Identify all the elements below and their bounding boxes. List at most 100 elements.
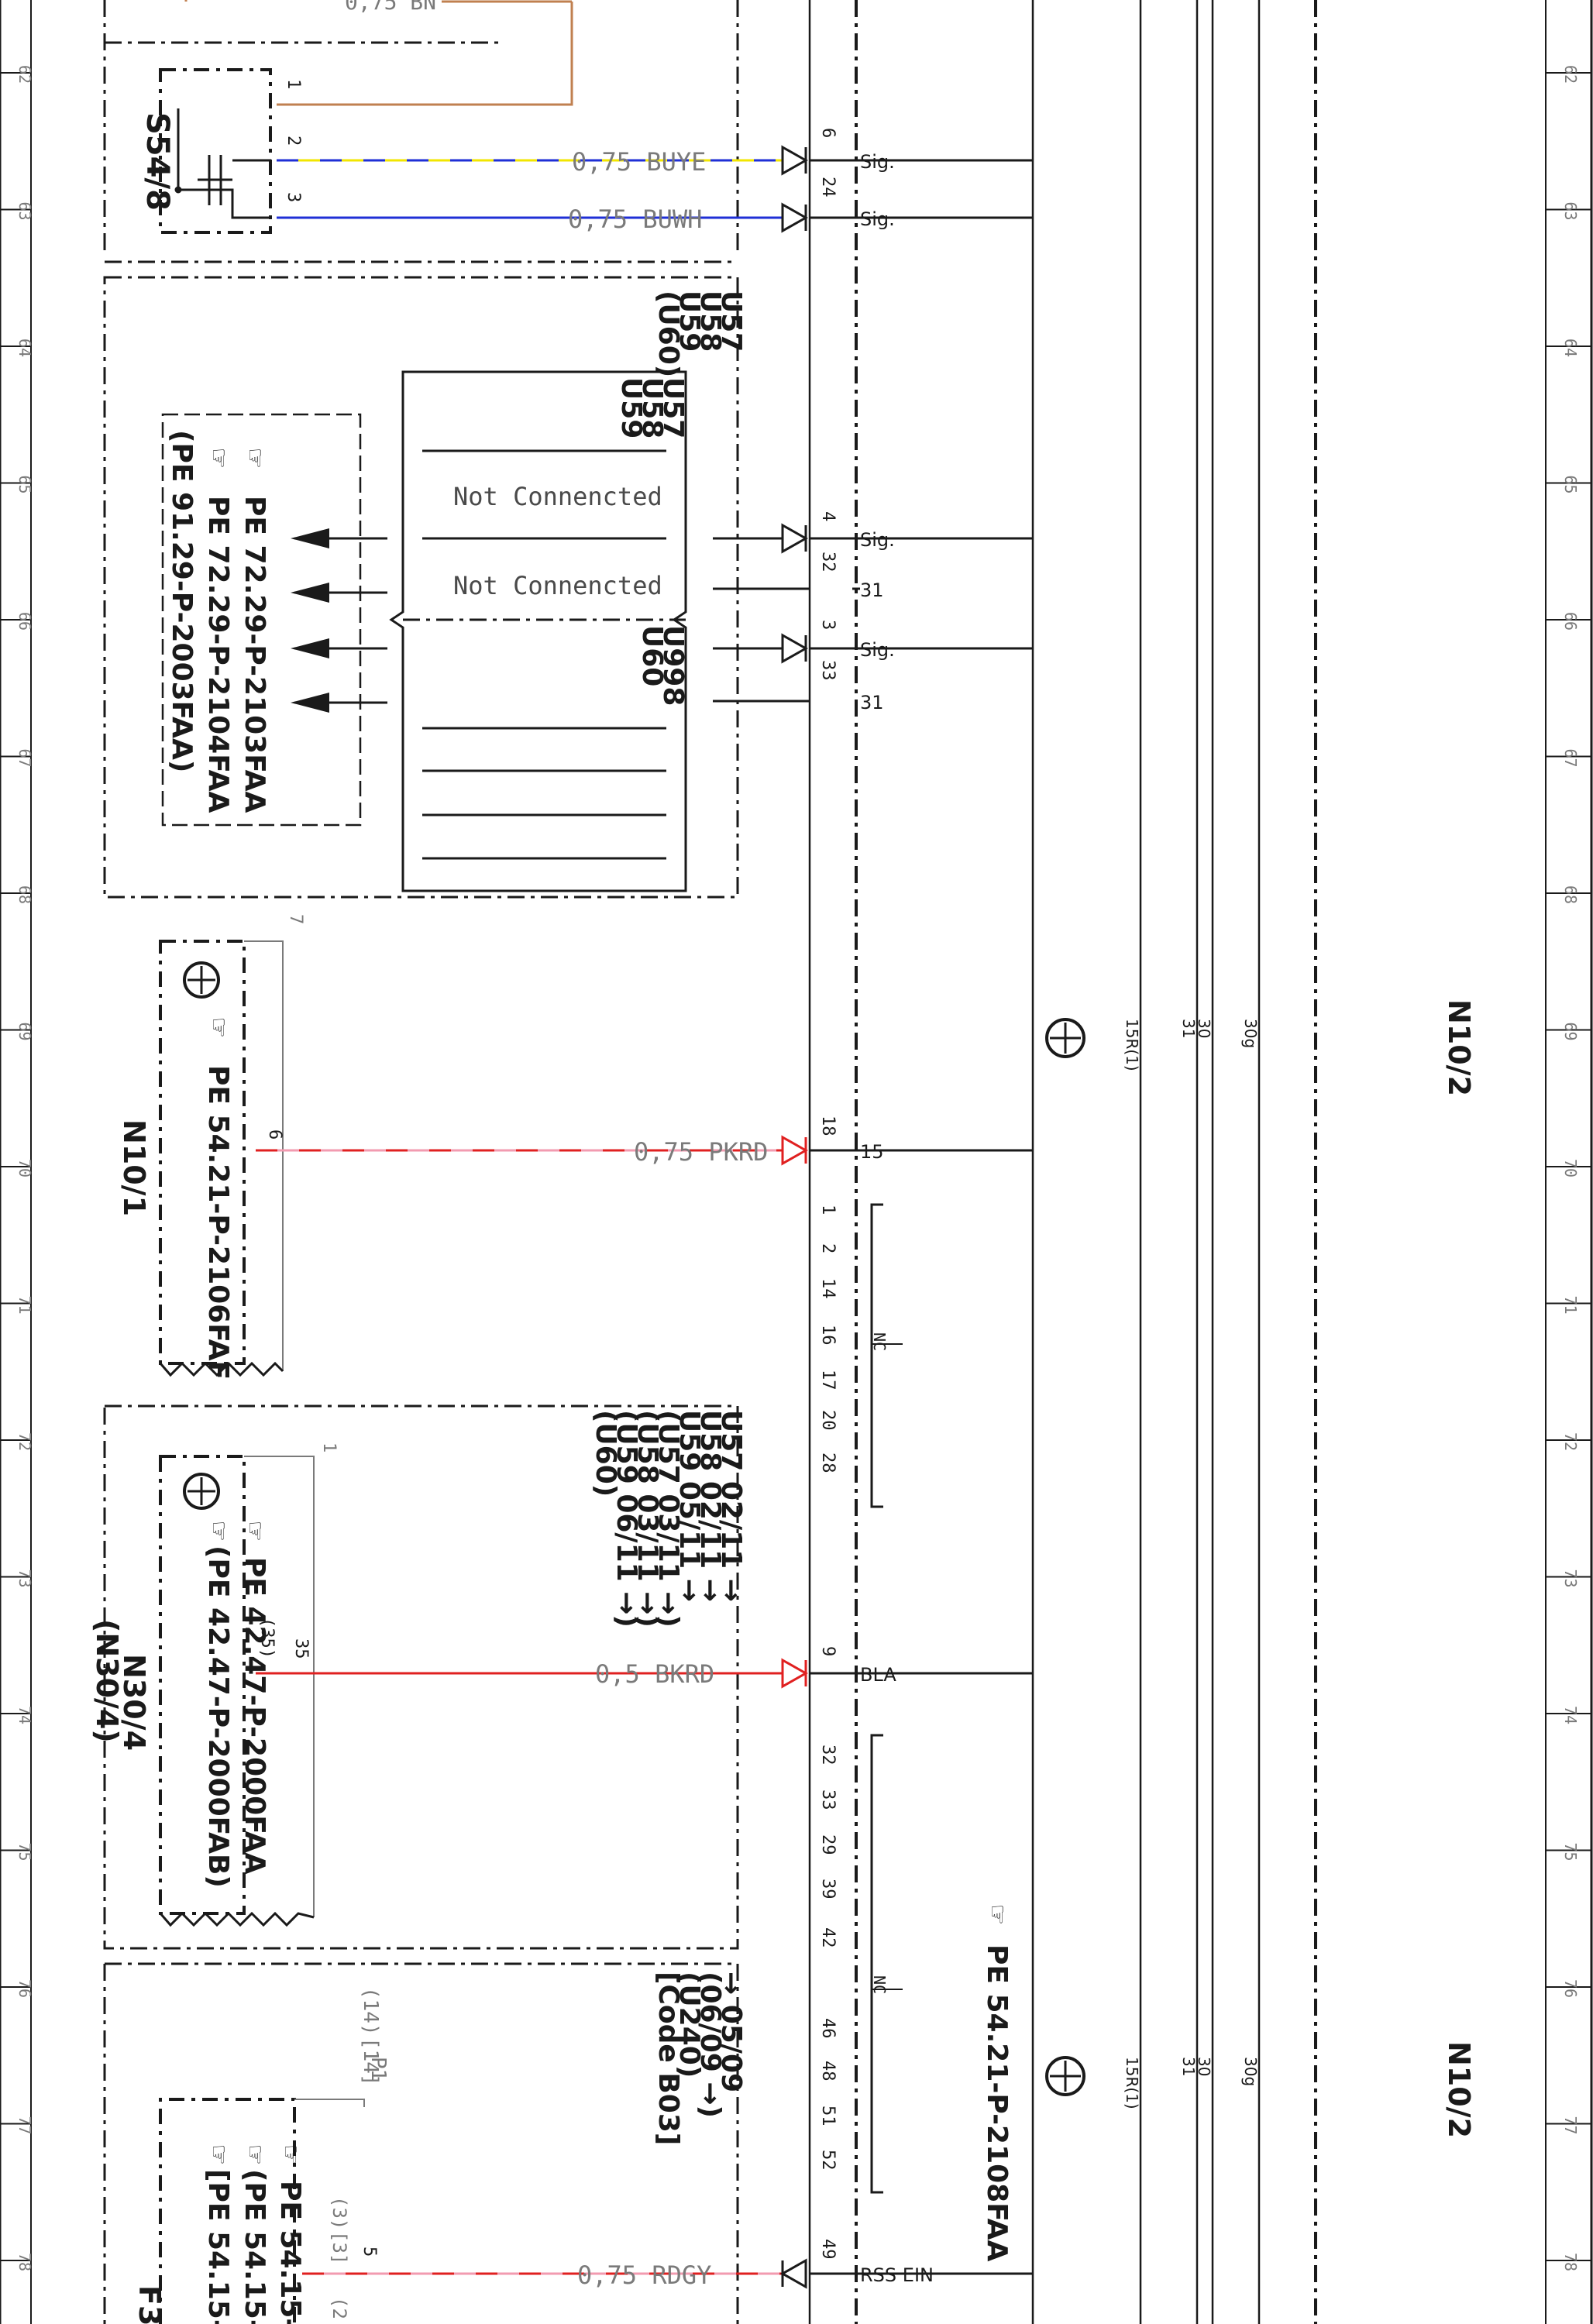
date-note: (U57 03/11 →) (652, 1410, 684, 1628)
f32-note-b: (06/09 →) (694, 1972, 726, 2118)
f32-pin-alt-b: [3] (329, 2231, 350, 2264)
n10-1-pin: 6 (265, 1129, 284, 1140)
nc-pin-17: 17 (818, 1370, 838, 1391)
grid-number: 72 (15, 1432, 34, 1451)
variant-inner-u998: U998 (657, 625, 689, 706)
grid-number: 78 (1561, 2253, 1580, 2271)
variant-u60: (U60) (652, 290, 684, 377)
connector-lines (808, 0, 1317, 2324)
nc-label-1: NC (870, 1332, 889, 1351)
ground-symbol (1045, 1018, 1086, 1058)
variant-u58: U58 (694, 290, 726, 352)
f32-note-c: (U240) (673, 1972, 705, 2078)
grid-number: 65 (15, 476, 34, 494)
nc-pin-20: 20 (818, 1410, 838, 1431)
f32-note-d: [Code B03] (652, 1972, 684, 2145)
n10-1-label: N10/1 (117, 1119, 151, 1216)
date-note: (U59 06/11 →) (611, 1410, 642, 1628)
grid-number: 70 (1561, 1159, 1580, 1177)
n30-4-pin-alt: (35) (257, 1618, 277, 1659)
nc-pin: 46 (818, 2018, 838, 2039)
grid-number: 72 (1561, 1432, 1580, 1451)
n10-2-label-a: N10/2 (1442, 999, 1476, 1096)
signal-31-2: 31 (860, 692, 884, 713)
signal-sig-1: Sig. (860, 151, 895, 173)
f32-pin-alt-a: (3) (329, 2196, 350, 2229)
variant-u59: U59 (673, 290, 705, 352)
date-notes: U57 02/11 →U58 02/11 →U59 05/11 →(U57 03… (590, 1410, 747, 1628)
rail-label: 30g (1241, 2057, 1260, 2086)
wire-label-bkrd: 0,5 BKRD (595, 1659, 714, 1689)
variant-inner-u59: U59 (615, 377, 647, 438)
s54-8-label: S54/8 (139, 112, 175, 211)
f32-p-alt-a: (14) (359, 1987, 382, 2036)
hand-icon: ☞ (202, 1522, 236, 1540)
hand-icon: ☞ (202, 2146, 236, 2164)
nc-pin-16: 16 (818, 1325, 838, 1346)
not-connected-2: Not Connencted (453, 571, 662, 600)
hand-icon: ☞ (239, 1522, 273, 1540)
signal-sig-3: Sig. (860, 529, 895, 551)
wire-label-pkrd: 0,75 PKRD (634, 1137, 768, 1167)
grid-number: 66 (1561, 612, 1580, 631)
date-note: U59 05/11 → (673, 1410, 705, 1602)
signal-rss-ein: RSS EIN (860, 2264, 934, 2286)
s54-8-pin-2: 2 (284, 136, 303, 146)
switch-s54-8: S54/8 1 2 3 0,75 BUYE 0,75 BUWH 6 24 Sig… (105, 2, 1033, 263)
hand-icon: ☞ (202, 449, 236, 467)
grid-number: 76 (1561, 1979, 1580, 1998)
grid-number: 68 (1561, 885, 1580, 904)
nc-pin-2: 2 (818, 1243, 838, 1253)
n10-2-label-b: N10/2 (1442, 2041, 1476, 2138)
conn-pin-18: 18 (818, 1116, 838, 1136)
wire-label-buye: 0,75 BUYE (572, 147, 706, 177)
f32-ref-a: PE 54.15- (274, 2181, 306, 2324)
not-connected-1: Not Connencted (453, 482, 662, 511)
grid-number: 71 (1561, 1296, 1580, 1315)
nc-pin: 32 (818, 1745, 838, 1765)
f32-p-label: P1 (366, 2057, 390, 2081)
nc-pin: 51 (818, 2106, 838, 2126)
variant-inner-u60: U60 (636, 625, 668, 686)
signal-15: 15 (860, 1141, 884, 1163)
grid-number: 64 (1561, 339, 1580, 357)
grid-number: 62 (1561, 65, 1580, 84)
f32-label: F32 (132, 2285, 167, 2324)
f32-ref-c: [PE 54.15- (202, 2169, 234, 2324)
n30-4-pin: 35 (291, 1638, 311, 1659)
grid-number: 69 (15, 1023, 34, 1041)
grid-number: 77 (15, 2116, 34, 2135)
conn-pin-9: 9 (818, 1646, 838, 1656)
variant-block: U57 U58 U59 (U60) U57 U58 U59 U998 U60 N… (103, 276, 1033, 899)
variant-u57: U57 (715, 290, 747, 352)
grid-number: 73 (1561, 1569, 1580, 1588)
signal-bla: BLA (860, 1664, 896, 1686)
n10-2-ref: PE 54.21-P-2108FAA (981, 1944, 1013, 2262)
ground-symbol (1045, 2056, 1086, 2096)
grid-number: 75 (1561, 1843, 1580, 1862)
ref-72-2103: PE 72.29-P-2103FAA (239, 496, 270, 813)
signal-sig-4: Sig. (860, 639, 895, 661)
module-n10-1: ☞ PE 54.21-P-2106FAF N10/1 7 6 0,75 PKRD… (117, 914, 1033, 1508)
hand-icon: ☞ (981, 1906, 1015, 1923)
f32-pin-alt-c: (2 (329, 2297, 350, 2319)
f32-p-alt-b: [14] (359, 2037, 382, 2086)
nc-pin-1: 1 (818, 1205, 838, 1215)
s54-8-pin-1: 1 (284, 79, 303, 89)
hand-icon: ☞ (239, 2146, 273, 2164)
f32-pin-top: 5 (360, 2247, 379, 2257)
nc-pin: 29 (818, 1834, 838, 1855)
variant-inner-u58: U58 (636, 377, 668, 438)
nc-label-2: NC (870, 1975, 889, 1994)
hand-icon: ☞ (202, 1019, 236, 1037)
ref-91-2003: (PE 91.29-P-2003FAA) (166, 430, 198, 772)
grid-number: 75 (15, 1843, 34, 1862)
n30-4-ref-a: PE 42.47-P-2000FAA (239, 1557, 270, 1875)
hand-icon: ☞ (274, 2146, 308, 2164)
variant-inner-u57: U57 (657, 377, 689, 438)
wire-label-rdgy: 0,75 RDGY (577, 2260, 711, 2290)
grid-number: 68 (15, 885, 34, 904)
